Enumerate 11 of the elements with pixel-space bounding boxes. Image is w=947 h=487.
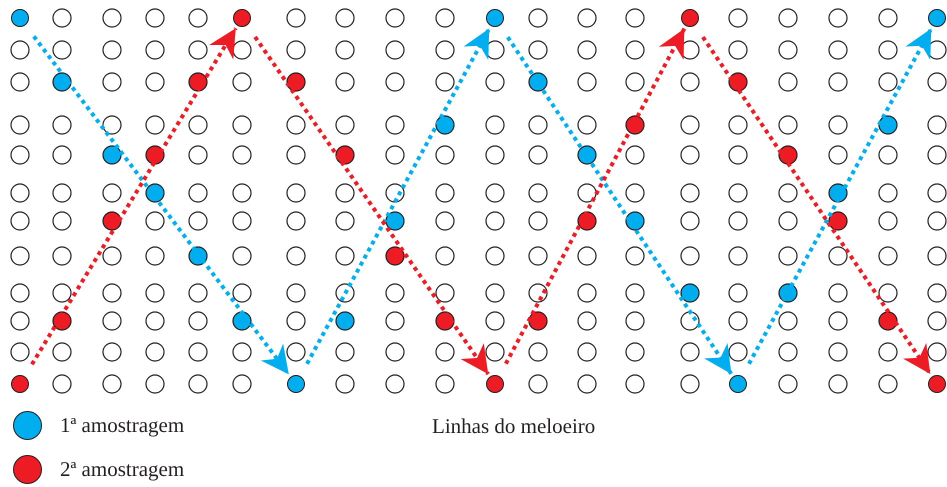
dotted-arrow (506, 36, 734, 376)
dotted-arrow (504, 28, 686, 365)
legend-label: 1ª amostragem (60, 415, 184, 436)
dotted-arrow (30, 27, 238, 366)
legend-label: 2ª amostragem (60, 459, 184, 480)
dotted-arrow (701, 36, 932, 376)
dotted-arrow (747, 28, 934, 365)
dotted-arrow (253, 36, 490, 376)
dotted-arrow (305, 28, 492, 365)
dotted-arrow (32, 35, 290, 376)
axis-caption: Linhas do meloeiro (432, 416, 596, 437)
